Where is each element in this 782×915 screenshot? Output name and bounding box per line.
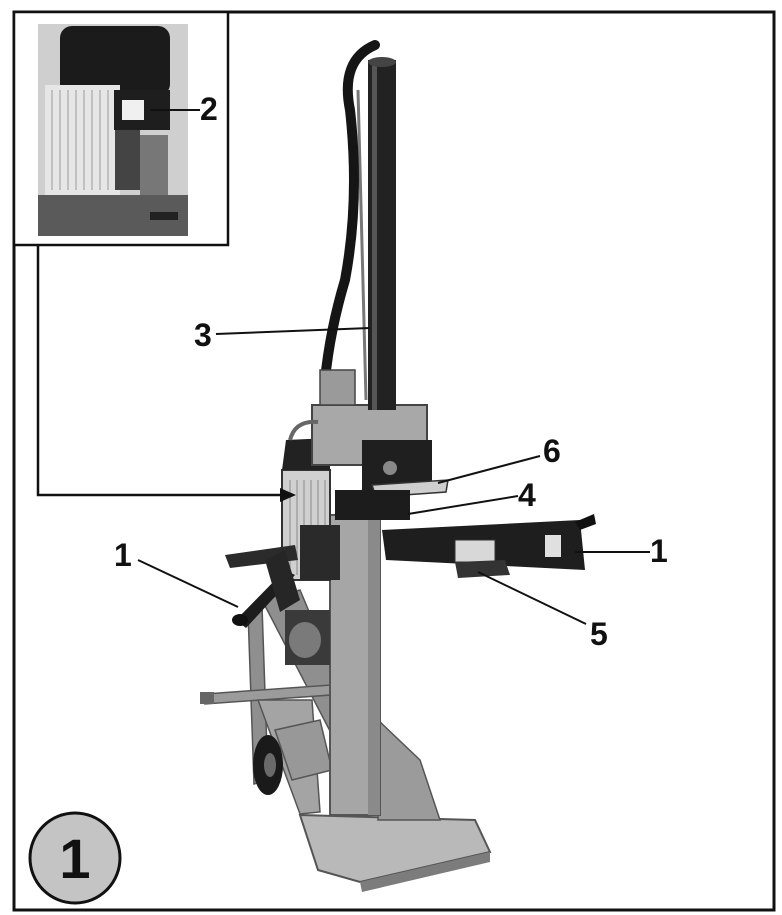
column-shadow: [368, 515, 380, 815]
leader-5: [477, 571, 587, 625]
callout-5: 5: [590, 616, 608, 652]
leader-3: [215, 327, 371, 335]
callout-3: 3: [194, 317, 212, 353]
leader-4: [407, 495, 519, 515]
callout-6: 6: [543, 433, 561, 469]
right-arm-guard: [454, 539, 496, 563]
switch-knob: [122, 100, 144, 120]
log-splitter: [200, 40, 596, 892]
inset-connector-line: [36, 245, 282, 497]
head-lower-block: [335, 490, 410, 520]
inset-connector-arrow: [280, 488, 296, 502]
valve-block: [319, 369, 356, 406]
inset-side-panel: [115, 130, 140, 190]
base-plate-side: [360, 852, 490, 892]
inset-motor-body: [45, 85, 120, 195]
callout-1-left: 1: [114, 537, 132, 573]
right-arm-bracket: [455, 560, 510, 578]
right-arm-grip: [575, 514, 596, 530]
figure-number: 1: [59, 827, 90, 890]
motor-cover: [300, 525, 340, 580]
wheel-hub: [264, 753, 276, 777]
guide-rod: [356, 89, 368, 401]
inset-motor-fins: [51, 90, 109, 190]
left-control-arm: [225, 545, 298, 568]
pump-gear: [289, 622, 321, 658]
left-lever-guard: [265, 550, 300, 612]
leader-6: [437, 455, 541, 484]
callout-4: 4: [518, 477, 536, 513]
head-fitting: [383, 461, 397, 475]
cylinder-cap: [368, 57, 396, 67]
callout-2: 2: [200, 91, 218, 127]
carry-handle: [288, 419, 319, 441]
callout-1-right: 1: [650, 533, 668, 569]
right-arm-label: [545, 535, 561, 557]
hydraulic-hose: [320, 40, 380, 385]
inset-bolt: [150, 212, 178, 220]
leader-lines: [137, 109, 650, 625]
inset-motor-cap: [60, 26, 170, 96]
detail-inset: [12, 10, 230, 247]
left-handle-grip: [232, 614, 248, 626]
cylinder-highlight: [372, 60, 377, 410]
inset-connector: [140, 135, 168, 195]
axle-stub: [200, 692, 214, 704]
figure-number-badge: [28, 811, 122, 905]
leader-1-left: [137, 559, 239, 608]
